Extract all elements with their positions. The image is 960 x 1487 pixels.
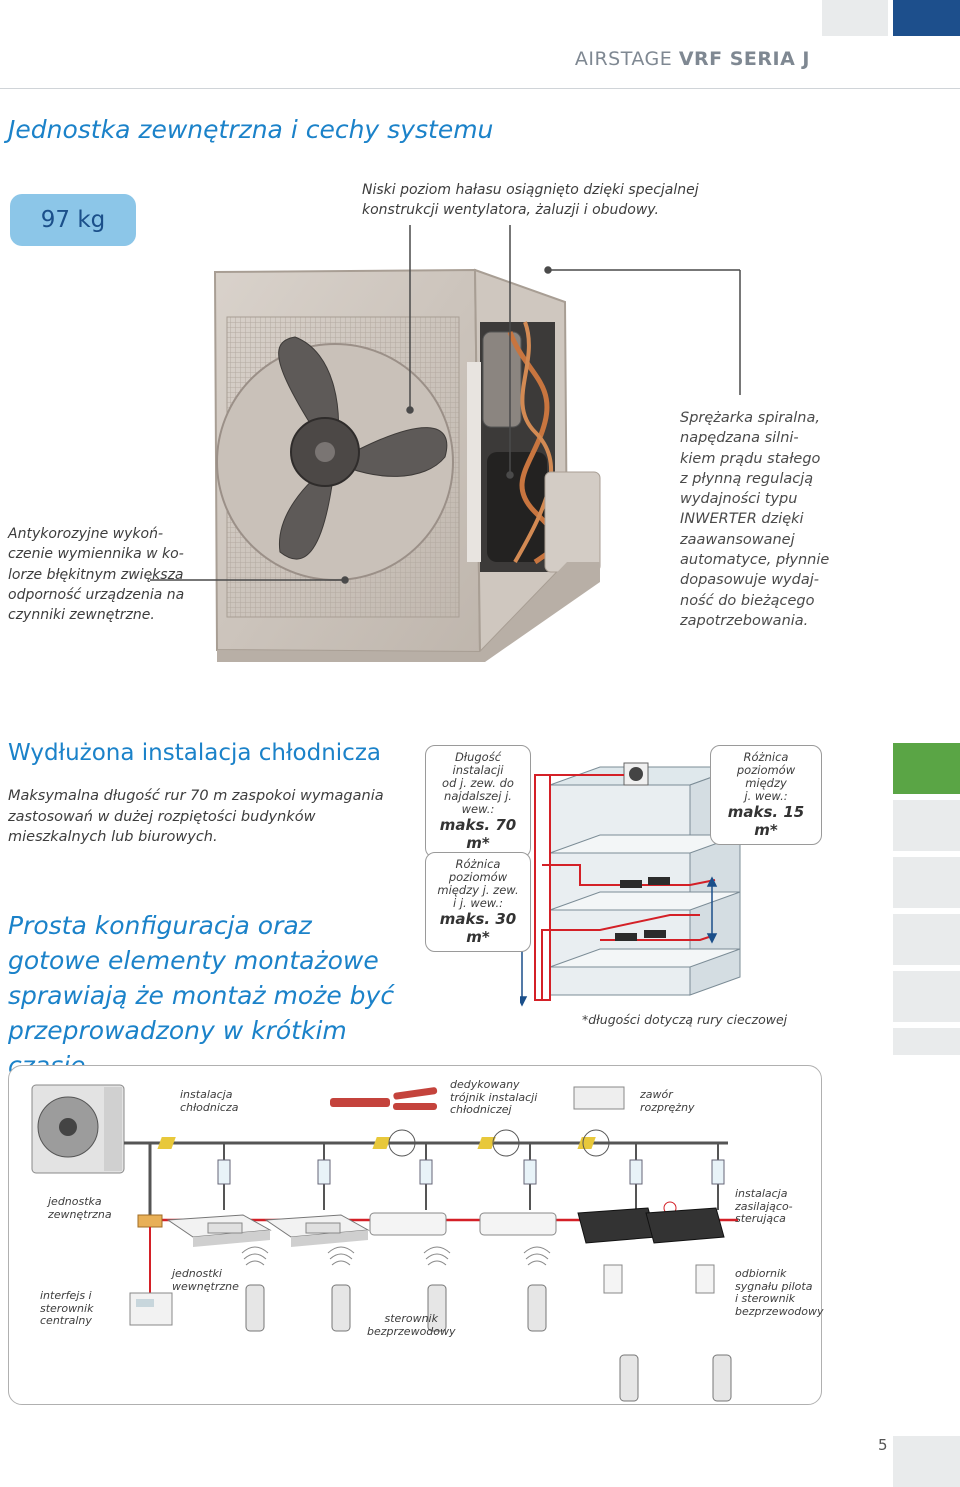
callout-level-indoor-indoor: Różnica poziomów między j. wew.: maks. 1… [710, 745, 822, 845]
callout-leaders [150, 225, 741, 584]
side-block-grey-4 [893, 971, 960, 1022]
anticorrosion-note: Antykorozyjne wykoń-czenie wymiennika w … [8, 524, 198, 625]
side-block-grey-5 [893, 1028, 960, 1055]
page-number: 5 [878, 1436, 888, 1454]
note-line: odporność urządzenia na [8, 586, 185, 603]
system-schematic [31, 1084, 738, 1402]
noise-note: Niski poziom hałasu osiągnięto dzięki sp… [362, 182, 699, 218]
section-title-easy-installation: Prosta konfiguracja oraz gotowe elementy… [8, 911, 395, 1080]
note-line: wydajności typu [680, 491, 798, 508]
note-line: dopasowuje wydaj- [680, 572, 819, 589]
weight-badge: 97 kg [10, 194, 136, 246]
note-line: czenie wymiennika w ko- [8, 546, 184, 563]
callout-level-outdoor-indoor: Różnica poziomów między j. zew. i j. wew… [425, 852, 531, 952]
header-brand: AIRSTAGE VRF SERIA J [574, 48, 810, 70]
side-block-grey-2 [893, 857, 960, 908]
building-piping-diagram [520, 762, 741, 1007]
side-block-grey-3 [893, 914, 960, 965]
note-line: ność do bieżącego [680, 592, 815, 609]
side-block-green [893, 743, 960, 794]
compressor-note: Sprężarka spiralna, napędzana silni-kiem … [680, 408, 855, 631]
outdoor-unit-illustration [213, 268, 601, 662]
piping-description: Maksymalna długość rur 70 m zaspokoi wym… [8, 788, 384, 845]
callout-pipe-length: Długość instalacji od j. zew. do najdals… [425, 745, 531, 858]
note-line: automatyce, płynnie [680, 552, 830, 569]
note-line: Sprężarka spiralna, [680, 410, 820, 426]
note-line: z płynną regulacją [680, 470, 814, 487]
section-title-extended-piping: Wydłużona instalacja chłodnicza [8, 740, 381, 766]
note-line: lorze błękitnym zwiększa [8, 566, 184, 583]
note-line: kiem prądu stałego [680, 450, 821, 467]
section-title-outdoor-unit: Jednostka zewnętrzna i cechy systemu [8, 115, 494, 144]
note-line: napędzana silni- [680, 430, 799, 447]
footer-block-grey [893, 1436, 960, 1487]
pipe-length-footnote: *długości dotyczą rury cieczowej [582, 1012, 788, 1027]
corner-block-navy [893, 0, 960, 36]
corner-block-grey [822, 0, 888, 36]
header-rule [0, 88, 960, 89]
side-block-grey-1 [893, 800, 960, 851]
note-line: zapotrzebowania. [680, 612, 809, 629]
note-line: Antykorozyjne wykoń- [8, 526, 164, 542]
note-line: zaawansowanej [680, 531, 795, 548]
note-line: czynniki zewnętrzne. [8, 607, 155, 624]
note-line: INWERTER dzięki [680, 511, 804, 528]
